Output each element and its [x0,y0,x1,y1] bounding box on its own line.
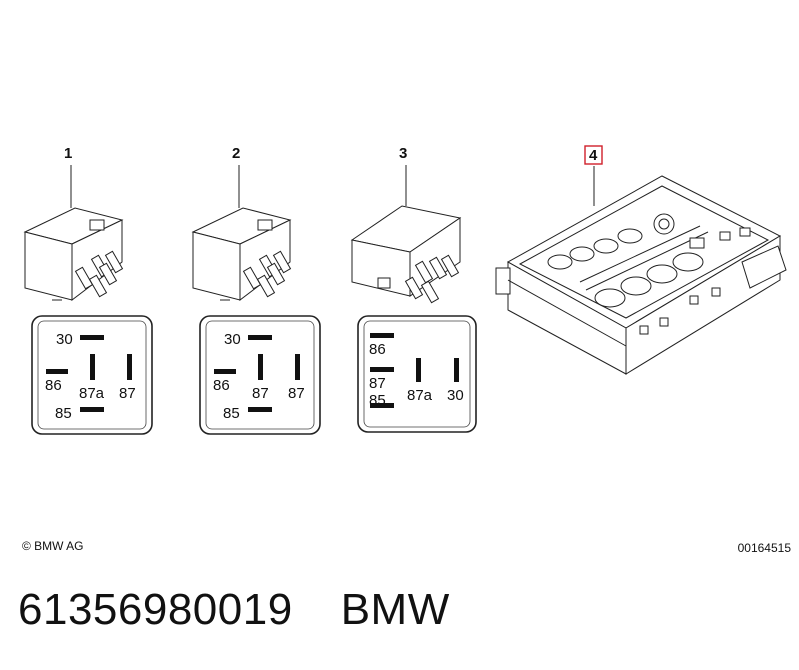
relay-box-body [495,175,787,375]
callout-2: 2 [232,145,240,162]
pin-label: 86 [45,377,62,394]
callout-1: 1 [64,145,72,162]
pin-label: 30 [447,387,464,404]
callout-4-highlight [584,145,603,165]
pin-label: 87 [252,385,269,402]
pin-label: 30 [224,331,241,348]
callout-3: 3 [399,145,407,162]
callout-4: 4 [589,147,598,164]
part-info: 61356980019 BMW [18,585,498,635]
pin-label: 85 [223,405,240,422]
relay-1-body [23,207,124,302]
part-number: 61356980019 [18,585,293,634]
pin-label: 30 [56,331,73,348]
pin-label: 85 [55,405,72,422]
relay-2-body [191,207,292,302]
image-number: 00164515 [737,541,791,555]
pin-label: 87a [79,385,105,402]
copyright-notice: © BMW AG [22,539,84,553]
pin-label: 87 [369,375,386,392]
relay-box-4[interactable]: 4 [495,145,787,375]
brand-name: BMW [340,585,450,634]
relay-2[interactable]: 2 30 86 87 87 85 [191,145,321,435]
relay-3-body [350,205,462,304]
relay-1[interactable]: 1 30 86 87a 87 85 [23,145,153,435]
pin-label: 87 [288,385,305,402]
pin-label: 87 [119,385,136,402]
relay-2-pin-diagram [199,315,321,435]
pin-label: 85 [369,392,386,409]
pin-label: 86 [213,377,230,394]
relay-1-pin-diagram [31,315,153,435]
relay-3[interactable]: 3 86 87 85 87a 30 [350,145,477,433]
relay-3-pin-diagram [357,315,477,433]
pin-label: 86 [369,341,386,358]
pin-label: 87a [407,387,433,404]
